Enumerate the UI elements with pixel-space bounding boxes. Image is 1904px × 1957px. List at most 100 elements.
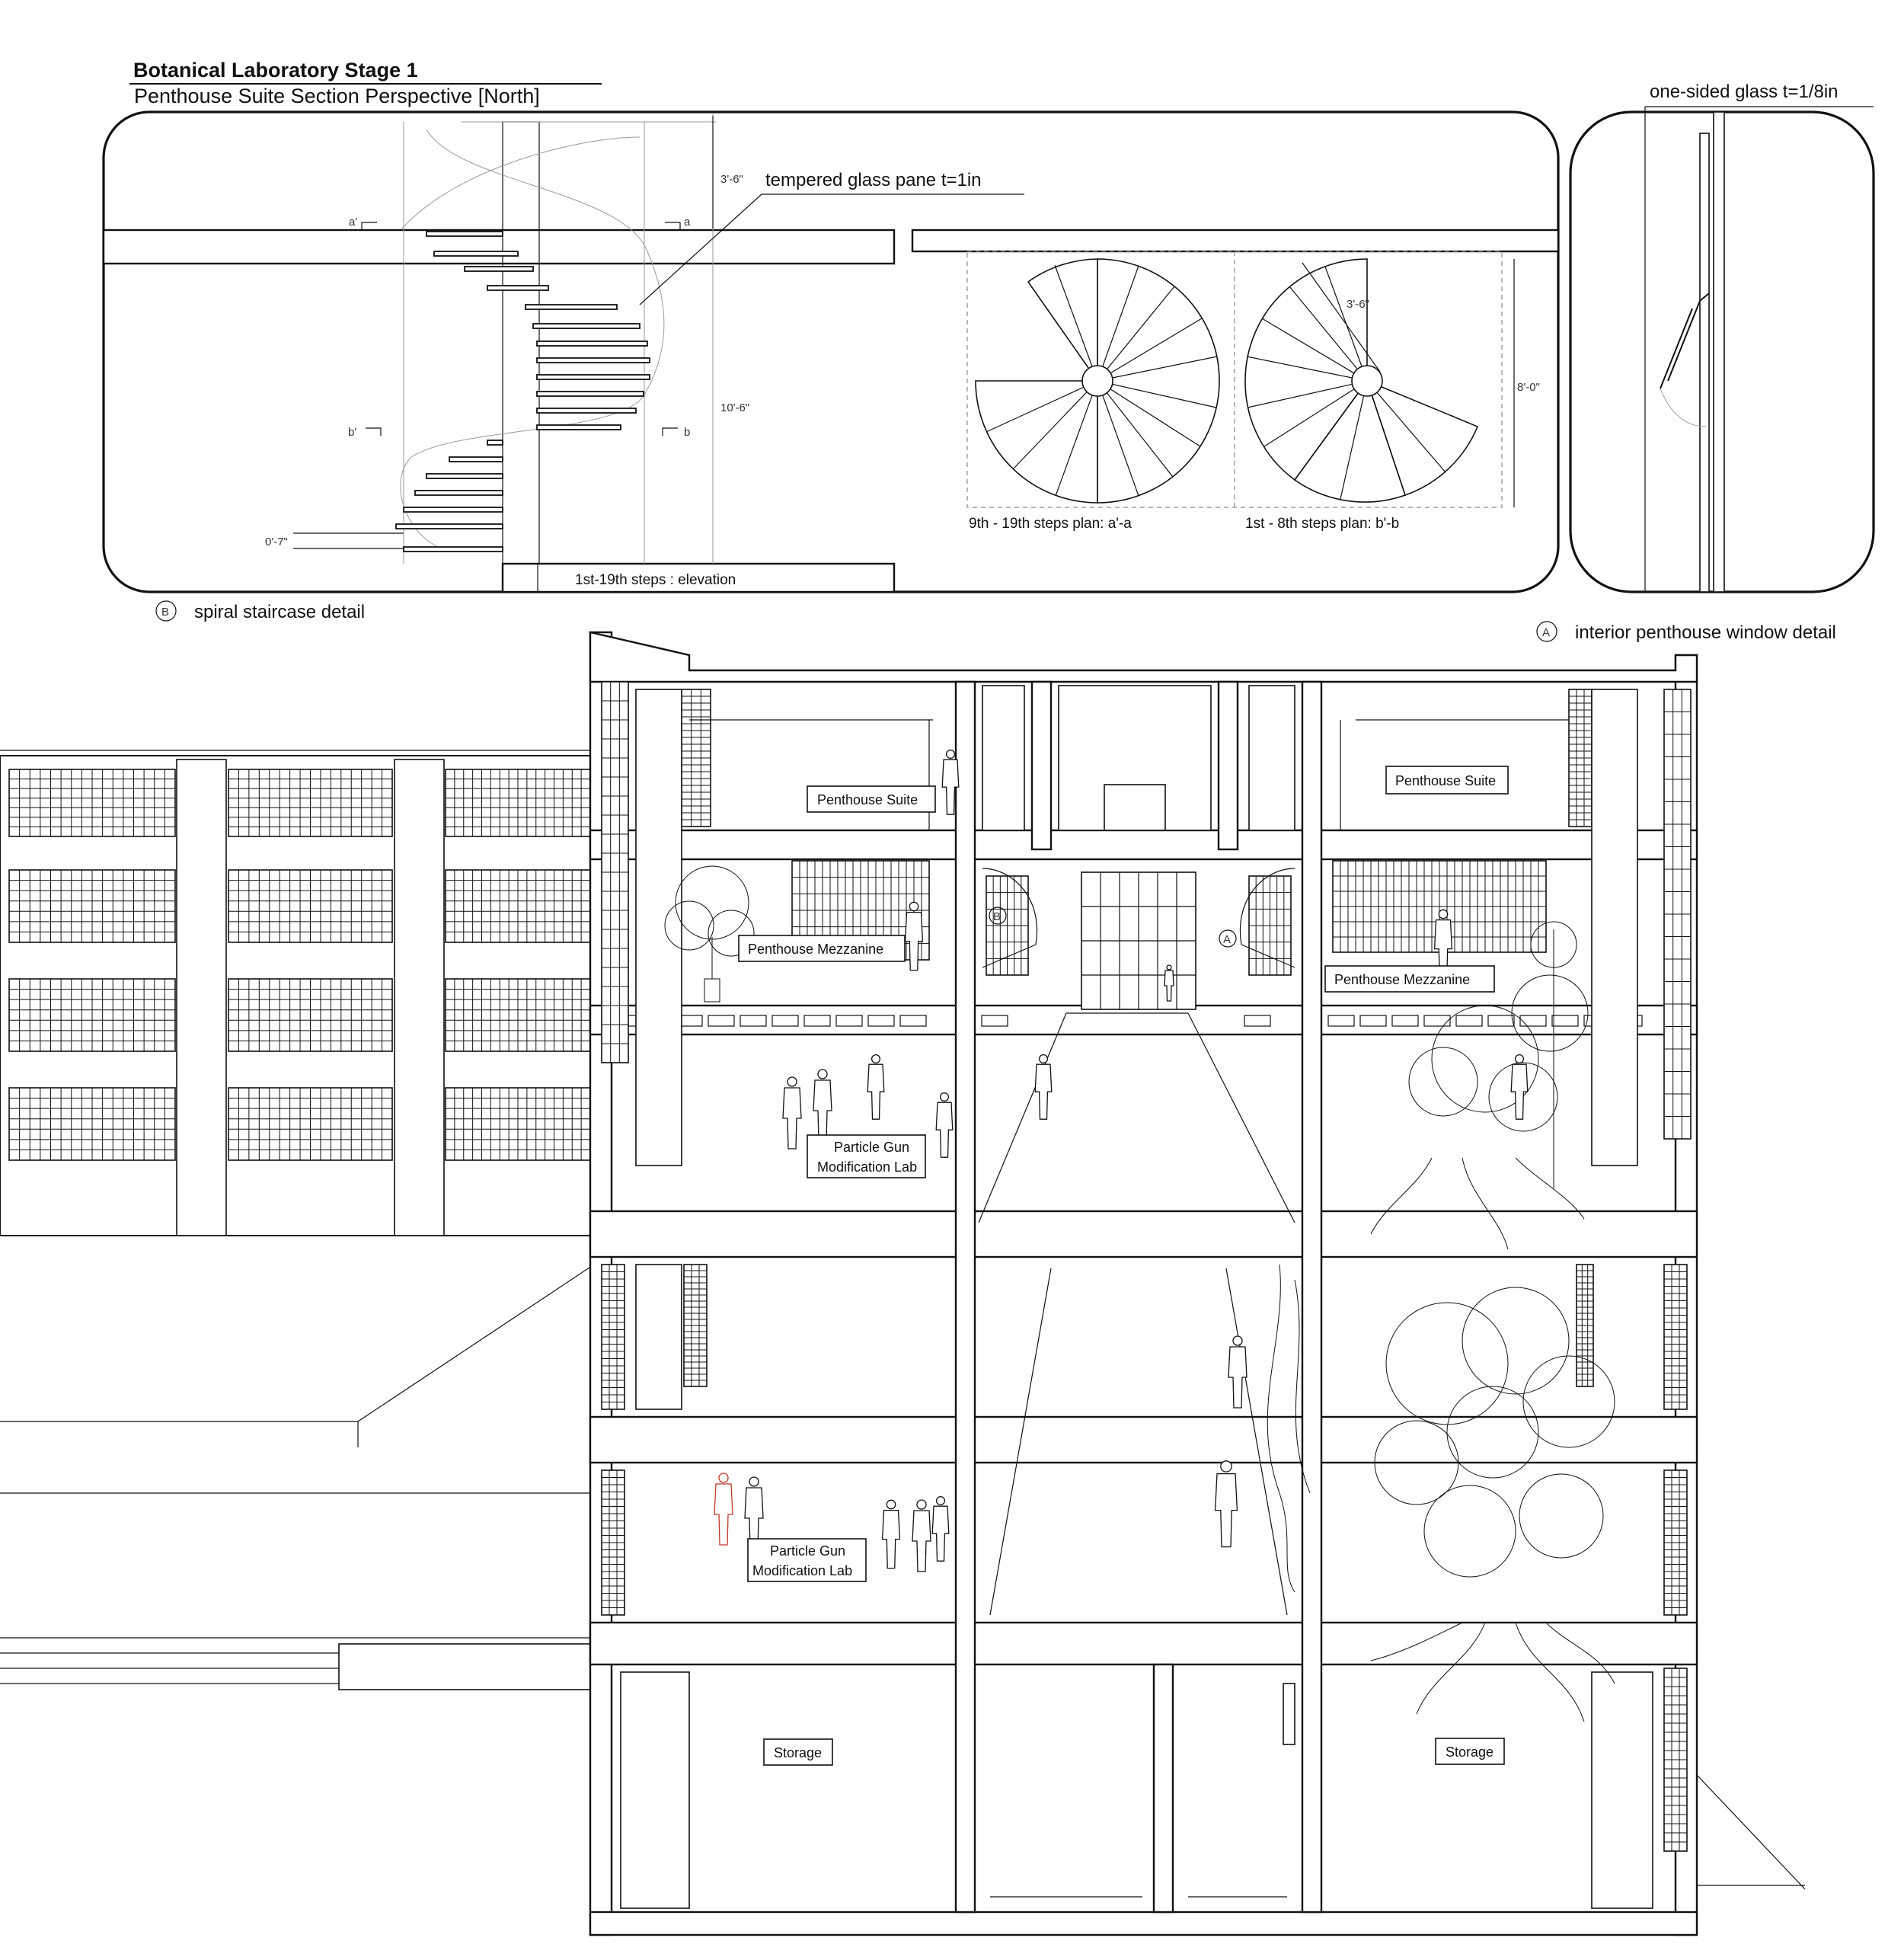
sheet-subtitle: Penthouse Suite Section Perspective [Nor… bbox=[134, 85, 540, 107]
west-pier bbox=[635, 689, 682, 1166]
truss-cell bbox=[1551, 1015, 1579, 1027]
elevation-window-11 bbox=[445, 1087, 591, 1161]
detail-b-caption: B spiral staircase detail bbox=[155, 600, 365, 622]
stair-plan-lower bbox=[1244, 258, 1479, 503]
facade-window-4 bbox=[1663, 1264, 1688, 1410]
truss-cell bbox=[867, 1015, 895, 1027]
person-atrium-far bbox=[1164, 964, 1174, 1002]
dim-radius: 3'-6" bbox=[1347, 298, 1369, 311]
section-marker-b bbox=[989, 907, 1007, 925]
window-bands bbox=[8, 769, 591, 1161]
elevation-window-3 bbox=[8, 1087, 176, 1161]
elevation-label: 1st-19th steps : elevation bbox=[575, 572, 736, 588]
building-section: B A Penthouse Suite Penthou bbox=[589, 631, 1806, 1936]
sheet-header: Botanical Laboratory Stage 1 Penthouse S… bbox=[129, 59, 602, 107]
person-lab-lower-4 bbox=[931, 1495, 950, 1562]
elevation-window-10 bbox=[445, 978, 591, 1052]
person-lab-2 bbox=[813, 1069, 832, 1142]
elevation-window-2 bbox=[8, 978, 176, 1052]
facade-window-2 bbox=[601, 1469, 625, 1616]
window-detail-panel: one-sided glass t=1/8in bbox=[1569, 82, 1875, 593]
facade-window-5 bbox=[1663, 1469, 1688, 1616]
label-lab-lower-1: Particle Gun bbox=[770, 1543, 845, 1559]
room-labels: Penthouse Suite Penthouse Suite Penthous… bbox=[738, 766, 1509, 1766]
dim-riser: 0'-7" bbox=[265, 536, 288, 548]
dim-height: 10'-6" bbox=[720, 401, 749, 414]
window-sash-lower bbox=[1667, 300, 1701, 382]
detail-a-caption: A interior penthouse window detail bbox=[1536, 621, 1836, 643]
label-storage-right: Storage bbox=[1446, 1744, 1493, 1760]
facade-window-9 bbox=[683, 1264, 708, 1387]
sheet-title: Botanical Laboratory Stage 1 bbox=[133, 59, 418, 82]
third-floor-slab bbox=[589, 1210, 1698, 1258]
stair-plan-upper bbox=[975, 258, 1220, 504]
stair-column bbox=[502, 121, 540, 564]
bookshelf-2 bbox=[1248, 875, 1292, 976]
elevation-window-7 bbox=[228, 1087, 393, 1161]
truss-cell bbox=[708, 1015, 735, 1027]
partition-wall-3 bbox=[1217, 680, 1239, 851]
label-lab-upper-2: Modification Lab bbox=[817, 1159, 917, 1175]
ground-slab bbox=[501, 562, 896, 593]
elevation-window-6 bbox=[228, 978, 393, 1052]
penthouse-floor-slab bbox=[589, 829, 1698, 861]
person-lab-lower-2 bbox=[881, 1499, 901, 1569]
plan-lower-label: 1st - 8th steps plan: b'-b bbox=[1245, 516, 1399, 532]
marker-b: B bbox=[161, 606, 169, 619]
person-atrium bbox=[1034, 1054, 1053, 1120]
label-mezzanine-right: Penthouse Mezzanine bbox=[1334, 972, 1470, 987]
detail-b-caption-text: spiral staircase detail bbox=[194, 602, 365, 622]
truss-cell bbox=[1519, 1015, 1547, 1027]
truss-cell bbox=[803, 1015, 831, 1027]
truss-cell bbox=[1327, 1015, 1355, 1027]
truss-cell bbox=[1391, 1015, 1419, 1027]
person-lab-1 bbox=[782, 1076, 802, 1150]
truss-cell bbox=[740, 1015, 767, 1027]
truss-cell bbox=[981, 1015, 1008, 1027]
label-lab-upper-1: Particle Gun bbox=[834, 1140, 909, 1155]
truss-cell bbox=[772, 1015, 799, 1027]
elevation-window-9 bbox=[445, 869, 591, 943]
facade-window-3 bbox=[1663, 689, 1692, 1140]
elevation-window-8 bbox=[445, 769, 591, 837]
mark-a-prime: a' bbox=[349, 216, 357, 229]
person-gardener bbox=[1510, 1054, 1529, 1120]
spiral-staircase-detail-panel: a' a b' b 3'-6" 10'-6" 0'-7" tempered gl… bbox=[102, 110, 1560, 593]
truss-cell bbox=[1359, 1015, 1387, 1027]
person-atrium-2 bbox=[1228, 1335, 1248, 1409]
elevation-window-5 bbox=[228, 869, 393, 943]
partition-wall-2 bbox=[1030, 680, 1053, 851]
first-floor-slab bbox=[589, 1621, 1698, 1666]
second-floor-slab bbox=[589, 1415, 1698, 1464]
tempered-glass-label: tempered glass pane t=1in bbox=[765, 170, 982, 190]
roof-slab bbox=[589, 631, 1698, 683]
person-penthouse bbox=[941, 749, 960, 815]
stair-treads bbox=[395, 231, 650, 552]
mark-b-prime: b' bbox=[348, 426, 356, 439]
elevation-window-4 bbox=[228, 769, 393, 837]
bookshelf-1 bbox=[986, 875, 1029, 976]
mezzanine-truss bbox=[612, 1015, 1643, 1027]
facade-window-7 bbox=[681, 689, 711, 827]
person-mezzanine-left bbox=[904, 901, 924, 971]
detail-a-caption-text: interior penthouse window detail bbox=[1575, 622, 1836, 643]
facade-window-8 bbox=[1568, 689, 1593, 827]
mark-a: a bbox=[684, 216, 691, 229]
section-marker-a bbox=[1219, 929, 1237, 948]
label-penthouse-suite-left: Penthouse Suite bbox=[817, 792, 918, 807]
dim-top: 3'-6" bbox=[720, 173, 743, 186]
facade-window-0 bbox=[601, 681, 629, 1063]
person-highlighted bbox=[714, 1473, 733, 1546]
facade-window-6 bbox=[1663, 1668, 1688, 1852]
storage-partition bbox=[1152, 1663, 1174, 1914]
truss-cell bbox=[1455, 1015, 1483, 1027]
truss-cell bbox=[1423, 1015, 1451, 1027]
label-lab-lower-2: Modification Lab bbox=[752, 1563, 852, 1578]
person-lab-4 bbox=[935, 1092, 954, 1158]
people-figures bbox=[714, 749, 1529, 1572]
label-storage-left: Storage bbox=[774, 1745, 822, 1760]
person-lab-lower-3 bbox=[912, 1499, 931, 1572]
person-lab-lower-1 bbox=[744, 1476, 764, 1549]
stair-dimensions: 3'-6" 10'-6" 0'-7" bbox=[265, 116, 749, 549]
upper-floor-slab-right bbox=[911, 229, 1560, 253]
